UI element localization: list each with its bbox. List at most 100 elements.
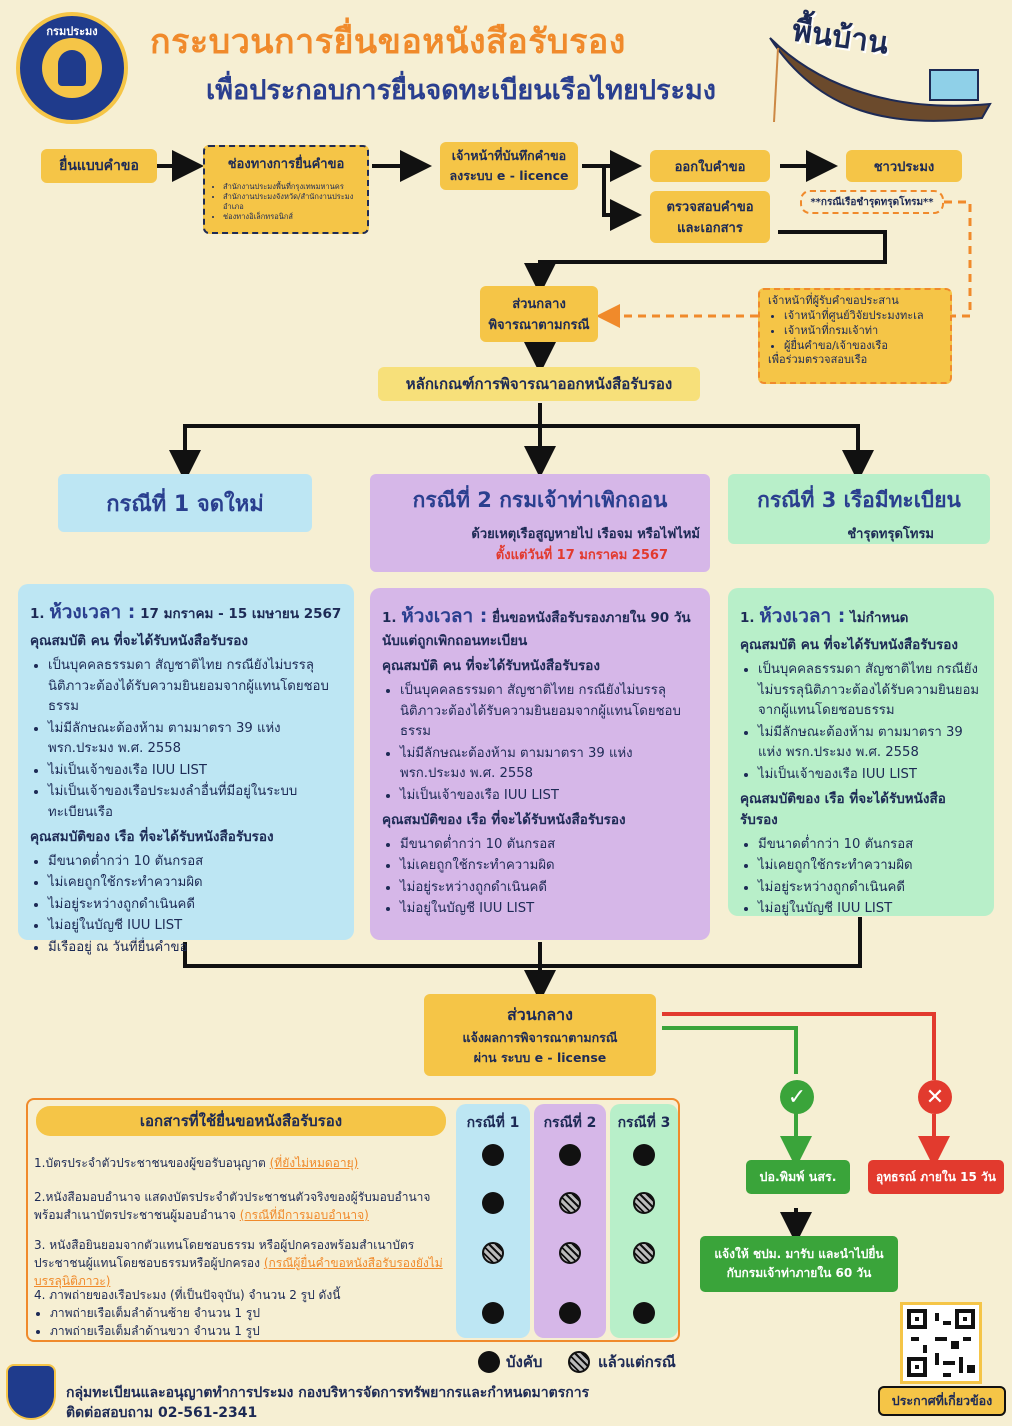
case2-panel: 1. ห้วงเวลา : ยื่นขอหนังสือรับรองภายใน 9… <box>370 588 710 940</box>
page-title: กระบวนการยื่นขอหนังสือรับรอง <box>150 22 626 62</box>
doc-sub-item: ภาพถ่ายเรือเต็มลำด้านซ้าย จำนวน 1 รูป <box>50 1304 446 1322</box>
submit-form-step: ยื่นแบบคำขอ <box>41 149 157 183</box>
logo-emblem-icon <box>42 38 102 98</box>
case3-boat-item: ไม่อยู่ระหว่างถูกดำเนินคดี <box>758 878 982 898</box>
case2-person-item: ไม่เป็นเจ้าของเรือ IUU LIST <box>400 786 698 806</box>
fisher-step: ชาวประมง <box>846 150 962 182</box>
case3-title: กรณีที่ 3 เรือมีทะเบียน <box>757 488 961 512</box>
coordinate-item: เจ้าหน้าที่ศูนย์วิจัยประมงทะเล <box>784 309 942 324</box>
channel-item: ช่องทางอิเล็กทรอนิกส์ <box>223 212 361 222</box>
close-icon: ✕ <box>918 1080 952 1114</box>
legend-case-icon <box>568 1351 590 1373</box>
check-icon: ✓ <box>780 1080 814 1114</box>
qr-code-icon[interactable] <box>900 1302 982 1384</box>
case3-person-item: เป็นบุคคลธรรมดา สัญชาติไทย กรณียังไม่บรร… <box>758 660 982 721</box>
appeal-step: อุทธรณ์ ภายใน 15 วัน <box>868 1160 1004 1194</box>
case3-header: กรณีที่ 3 เรือมีทะเบียน ชำรุดทรุดโทรม <box>728 474 990 544</box>
officer-record-step: เจ้าหน้าที่บันทึกคำขอ ลงระบบ e - licence <box>440 142 578 190</box>
coordinate-title: เจ้าหน้าที่ผู้รับคำขอประสาน <box>768 294 899 307</box>
case1-person-item: ไม่มีลักษณะต้องห้าม ตามมาตรา 39 แห่ง พรก… <box>48 719 342 760</box>
boat-icon <box>769 37 992 123</box>
case1-period: 17 มกราคม - 15 เมษายน 2567 <box>140 606 342 622</box>
channel-item: สำนักงานประมงจังหวัด/สำนักงานประมงอำเภอ <box>223 192 361 212</box>
legend-required-icon <box>478 1351 500 1373</box>
case2-person-title: คุณสมบัติ คน ที่จะได้รับหนังสือรับรอง <box>382 658 600 675</box>
case1-period-label: ห้วงเวลา : <box>49 601 136 623</box>
case2-column <box>534 1104 606 1338</box>
legend-case: แล้วแต่กรณี <box>598 1353 676 1371</box>
case-mark-icon <box>633 1242 655 1264</box>
coordinate-box: เจ้าหน้าที่ผู้รับคำขอประสาน เจ้าหน้าที่ศ… <box>758 288 952 384</box>
notify-step: แจ้งให้ ชปม. มารับ และนำไปยื่นกับกรมเจ้า… <box>700 1236 898 1292</box>
doc-note: (กรณีผู้ยื่นคำขอหนังสือรับรองยังไม่บรรลุ… <box>34 1256 443 1288</box>
case2-sub2: ตั้งแต่วันที่ 17 มกราคม 2567 <box>495 548 668 563</box>
announcement-link[interactable]: ประกาศที่เกี่ยวข้อง <box>878 1386 1006 1416</box>
logo-text: กรมประมง <box>46 25 98 38</box>
case3-boat-item: ไม่อยู่ในบัญชี IUU LIST <box>758 899 982 919</box>
case3-period-label: ห้วงเวลา : <box>759 605 846 627</box>
case2-boat-item: ไม่เคยถูกใช้กระทำความผิด <box>400 856 698 876</box>
case2-period: ยื่นขอหนังสือรับรองภายใน 90 วัน นับแต่ถู… <box>382 610 691 650</box>
criteria-label: หลักเกณฑ์การพิจารณาออกหนังสือรับรอง <box>378 367 700 401</box>
doc-text: 3. หนังสือยินยอมจากตัวแทนโดยชอบธรรม หรือ… <box>34 1238 415 1270</box>
case1-person-item: เป็นบุคคลธรรมดา สัญชาติไทย กรณียังไม่บรร… <box>48 656 342 717</box>
required-mark-icon <box>633 1144 655 1166</box>
legend-required: บังคับ <box>506 1353 543 1371</box>
page-subtitle: เพื่อประกอบการยื่นจดทะเบียนเรือไทยประมง <box>206 75 716 106</box>
result-line2: ผ่าน ระบบ e - license <box>473 1049 607 1065</box>
doc-note: (กรณีที่มีการมอบอำนาจ) <box>239 1208 369 1222</box>
case2-period-label: ห้วงเวลา : <box>401 605 488 627</box>
documents-table: เอกสารที่ใช้ยื่นขอหนังสือรับรอง กรณีที่ … <box>26 1098 680 1342</box>
doc-note: (ที่ยังไม่หมดอายุ) <box>269 1156 359 1170</box>
case3-boat-item: มีขนาดต่ำกว่า 10 ตันกรอส <box>758 835 982 855</box>
case2-header: กรณีที่ 2 กรมเจ้าท่าเพิกถอน ด้วยเหตุเรือ… <box>370 474 710 572</box>
case1-header: กรณีที่ 1 จดใหม่ <box>58 474 312 532</box>
case2-sub1: ด้วยเหตุเรือสูญหายไป เรือจม หรือไฟไหม้ <box>471 527 700 542</box>
case2-title: กรณีที่ 2 กรมเจ้าท่าเพิกถอน <box>412 488 668 512</box>
case1-column <box>456 1104 530 1338</box>
case1-boat-item: ไม่อยู่ระหว่างถูกดำเนินคดี <box>48 895 342 915</box>
case1-panel: 1. ห้วงเวลา : 17 มกราคม - 15 เมษายน 2567… <box>18 584 354 955</box>
case2-person-item: ไม่มีลักษณะต้องห้าม ตามมาตรา 39 แห่ง พรก… <box>400 744 698 785</box>
channels-box: ช่องทางการยื่นคำขอ สำนักงานประมงพื้นที่ก… <box>203 145 369 234</box>
result-title: ส่วนกลาง <box>507 1004 573 1024</box>
col-case2: กรณีที่ 2 <box>543 1115 597 1131</box>
case2-boat-item: มีขนาดต่ำกว่า 10 ตันกรอส <box>400 835 698 855</box>
result-line1: แจ้งผลการพิจารณาตามกรณี <box>462 1029 618 1045</box>
doc-sub-item: ภาพถ่ายเรือเต็มลำด้านขวา จำนวน 1 รูป <box>50 1322 446 1340</box>
case-mark-icon <box>633 1192 655 1214</box>
check-step: ตรวจสอบคำขอ และเอกสาร <box>650 191 770 243</box>
col-case3: กรณีที่ 3 <box>617 1115 671 1131</box>
case2-boat-item: ไม่อยู่ในบัญชี IUU LIST <box>400 899 698 919</box>
required-mark-icon <box>482 1144 504 1166</box>
case-mark-icon <box>559 1192 581 1214</box>
damaged-boat-note: **กรณีเรือชำรุดทรุดโทรม** <box>800 190 944 214</box>
channels-title: ช่องทางการยื่นคำขอ <box>227 157 345 172</box>
col-case1: กรณีที่ 1 <box>466 1115 520 1131</box>
coordinate-footer: เพื่อร่วมตรวจสอบเรือ <box>768 353 868 367</box>
required-mark-icon <box>633 1302 655 1324</box>
footer-contact: ติดต่อสอบถาม 02-561-2341 <box>66 1405 258 1421</box>
case-mark-icon <box>482 1242 504 1264</box>
case1-boat-item: ไม่อยู่ในบัญชี IUU LIST <box>48 916 342 936</box>
approve-step: ปอ.พิมพ์ นสร. <box>746 1160 850 1194</box>
required-mark-icon <box>559 1144 581 1166</box>
case1-boat-item: มีขนาดต่ำกว่า 10 ตันกรอส <box>48 852 342 872</box>
case3-person-item: ไม่มีลักษณะต้องห้าม ตามมาตรา 39 แห่ง พรก… <box>758 723 982 764</box>
doc-row-1: 1.บัตรประจำตัวประชาชนของผู้ขอรับอนุญาต (… <box>34 1154 446 1172</box>
coordinate-item: ผู้ยื่นคำขอ/เจ้าของเรือ <box>784 339 942 354</box>
case3-person-item: ไม่เป็นเจ้าของเรือ IUU LIST <box>758 765 982 785</box>
department-logo: กรมประมง <box>16 12 128 124</box>
case3-column <box>610 1104 678 1338</box>
required-mark-icon <box>559 1302 581 1324</box>
case2-person-item: เป็นบุคคลธรรมดา สัญชาติไทย กรณียังไม่บรร… <box>400 681 698 742</box>
case3-sub1: ชำรุดทรุดโทรม <box>847 527 934 542</box>
case1-boat-item: ไม่เคยถูกใช้กระทำความผิด <box>48 873 342 893</box>
case1-person-title: คุณสมบัติ คน ที่จะได้รับหนังสือรับรอง <box>30 633 248 650</box>
case1-boat-item: มีเรืออยู่ ณ วันที่ยื่นคำขอ <box>48 938 342 958</box>
case1-person-item: ไม่เป็นเจ้าของเรือประมงลำอื่นที่มีอยู่ใน… <box>48 782 342 823</box>
doc-row-4: 4. ภาพถ่ายของเรือประมง (ที่เป็นปัจจุบัน)… <box>34 1286 446 1340</box>
case3-person-title: คุณสมบัติ คน ที่จะได้รับหนังสือรับรอง <box>740 637 958 654</box>
required-mark-icon <box>482 1302 504 1324</box>
